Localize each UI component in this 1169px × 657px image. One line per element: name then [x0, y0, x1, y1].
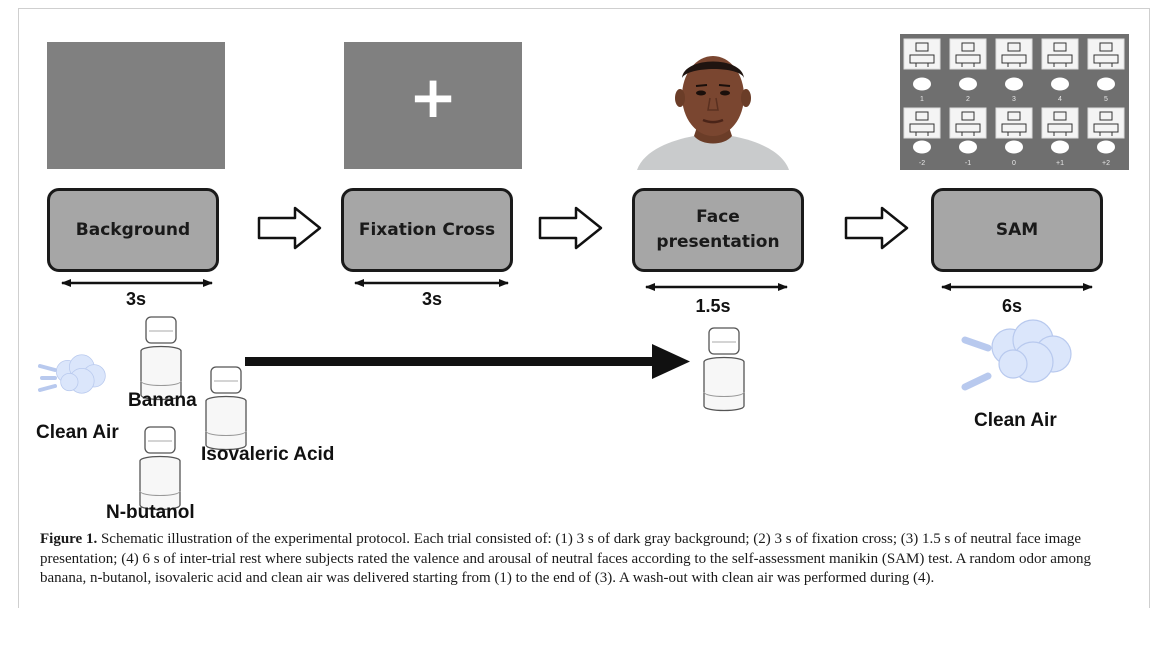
sam-grid: 1 -2 2 -1 3 0 4 +1 5 +2 [903, 38, 1125, 167]
sam-manikin-card [995, 38, 1033, 70]
figure-label: Figure 1. [40, 531, 98, 547]
sam-rating-oval [1005, 140, 1023, 154]
sam-scale-label: 1 [920, 96, 924, 103]
clean-air-cloud-icon-right [961, 319, 1072, 391]
odor-delivery-arrow [245, 344, 690, 379]
stage-label: Background [75, 219, 191, 240]
stage-label: Face presentation [656, 207, 780, 252]
sam-manikin-icon [1001, 111, 1027, 136]
sam-scale-label: -2 [919, 160, 925, 167]
isovaleric-acid-bottle-icon [205, 366, 247, 451]
fixation-screen: + [344, 42, 522, 169]
stage-face-box: Face presentation [632, 188, 804, 272]
stage-fixation-box: Fixation Cross [341, 188, 513, 272]
sam-rating-oval [959, 77, 977, 91]
sam-rating-oval [1097, 140, 1115, 154]
sam-manikin-icon [1093, 111, 1119, 136]
sam-manikin-icon [1001, 42, 1027, 67]
sam-scale-label: 2 [966, 96, 970, 103]
sam-scale-label: +2 [1102, 160, 1110, 167]
sam-panel: 1 -2 2 -1 3 0 4 +1 5 +2 [900, 34, 1129, 170]
sam-scale-label: +1 [1056, 160, 1064, 167]
n-butanol-bottle-icon [139, 426, 181, 511]
sam-manikin-card [903, 107, 941, 139]
sam-manikin-icon [1093, 42, 1119, 67]
sam-rating-oval [913, 140, 931, 154]
sam-scale-label: 0 [1012, 160, 1016, 167]
stage-label: SAM [995, 219, 1039, 240]
sam-manikin-card [949, 38, 987, 70]
clean-air-cloud-icon-left [38, 354, 106, 394]
sam-manikin-card [1041, 38, 1079, 70]
duration-sam: 6s [1001, 296, 1023, 316]
sam-manikin-icon [955, 111, 981, 136]
flow-arrow-3 [844, 206, 909, 250]
stage-sam-box: SAM [931, 188, 1103, 272]
sam-manikin-card [1087, 107, 1125, 139]
duration-fixation: 3s [421, 289, 443, 309]
duration-face: 1.5s [695, 296, 731, 316]
flow-arrow-1 [257, 206, 322, 250]
sam-manikin-icon [909, 42, 935, 67]
sam-manikin-icon [909, 111, 935, 136]
sam-rating-oval [959, 140, 977, 154]
sam-rating-oval [913, 77, 931, 91]
isovaleric-acid-label: Isovaleric Acid [201, 444, 335, 465]
clean-air-label-right: Clean Air [974, 410, 1057, 431]
n-butanol-label: N-butanol [106, 502, 195, 523]
sam-rating-oval [1005, 77, 1023, 91]
sam-scale-label: 5 [1104, 96, 1108, 103]
banana-label: Banana [128, 390, 197, 411]
face-image [637, 56, 789, 170]
odor-bottle-icon [703, 327, 745, 412]
stage-background-box: Background [47, 188, 219, 272]
sam-scale-label: 3 [1012, 96, 1016, 103]
sam-scale-label: -1 [965, 160, 971, 167]
sam-manikin-card [949, 107, 987, 139]
sam-rating-oval [1051, 140, 1069, 154]
flow-arrow-2 [538, 206, 603, 250]
sam-manikin-icon [1047, 111, 1073, 136]
background-screen [47, 42, 225, 169]
sam-manikin-icon [955, 42, 981, 67]
figure-caption: Figure 1. Schematic illustration of the … [40, 530, 1130, 589]
banana-bottle-icon [140, 316, 182, 401]
sam-manikin-card [1041, 107, 1079, 139]
fixation-cross-symbol: + [408, 63, 458, 131]
clean-air-label-left: Clean Air [36, 422, 119, 443]
sam-manikin-card [1087, 38, 1125, 70]
sam-manikin-icon [1047, 42, 1073, 67]
sam-manikin-card [995, 107, 1033, 139]
duration-background: 3s [125, 289, 147, 309]
sam-manikin-card [903, 38, 941, 70]
sam-scale-label: 4 [1058, 96, 1062, 103]
stage-label: Fixation Cross [358, 219, 496, 240]
sam-rating-oval [1097, 77, 1115, 91]
caption-text: Schematic illustration of the experiment… [40, 531, 1092, 586]
figure-frame [18, 8, 1150, 608]
sam-rating-oval [1051, 77, 1069, 91]
